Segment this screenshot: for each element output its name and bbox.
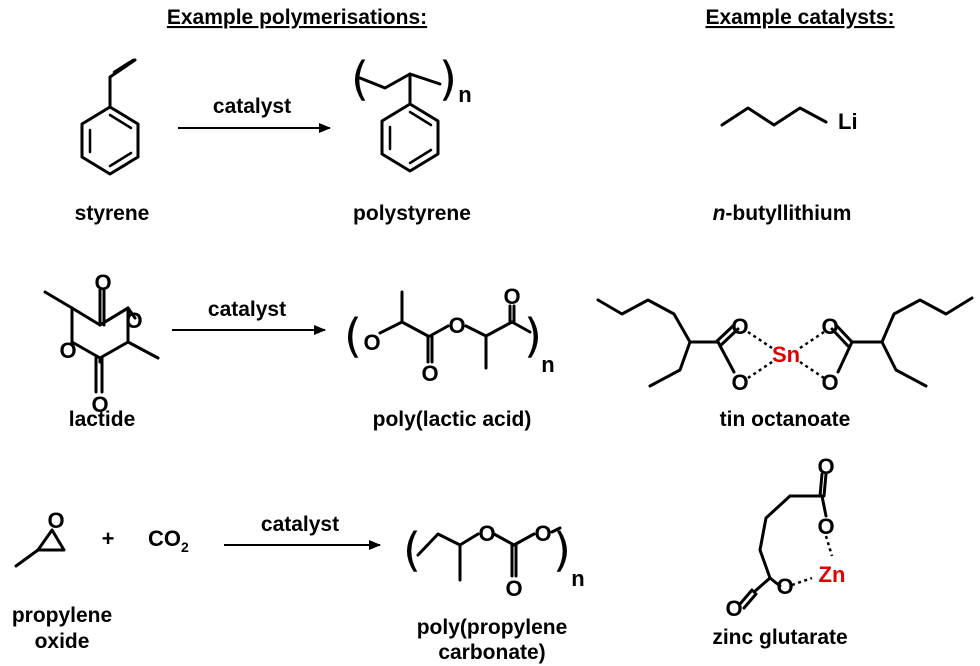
lactide-structure bbox=[43, 288, 160, 394]
tin-o-2: O bbox=[731, 370, 748, 395]
plus-sign: + bbox=[102, 526, 115, 551]
co2-main: CO bbox=[148, 526, 181, 551]
li-atom: Li bbox=[838, 109, 858, 134]
epoxide-o: O bbox=[47, 508, 64, 533]
tin-o-4: O bbox=[821, 370, 838, 395]
propylene-oxide-structure bbox=[14, 528, 66, 568]
zinc-o-2: O bbox=[776, 574, 793, 599]
n-butyllithium-label: n-butyllithium bbox=[713, 202, 852, 225]
polystyrene-structure: ( ) bbox=[351, 52, 457, 173]
ppc-n: n bbox=[571, 566, 584, 591]
heading-catalysts: Example catalysts: bbox=[705, 6, 894, 29]
polystyrene-label: polystyrene bbox=[353, 202, 471, 225]
pla-n: n bbox=[541, 352, 554, 377]
styrene-structure bbox=[80, 58, 140, 176]
polylactic-acid-label: poly(lactic acid) bbox=[373, 408, 532, 431]
ppc-o-2: O bbox=[534, 521, 551, 546]
tin-octanoate-structure bbox=[596, 296, 974, 388]
lactide-o-bottom: O bbox=[91, 392, 108, 417]
zinc-glutarate-label: zinc glutarate bbox=[712, 626, 847, 649]
svg-text:): ) bbox=[439, 52, 457, 106]
pla-o-1: O bbox=[363, 330, 380, 355]
arrow-3-label: catalyst bbox=[261, 513, 339, 536]
zinc-o-carbonyl-1: O bbox=[817, 454, 834, 479]
propylene-label-line2: oxide bbox=[35, 630, 90, 653]
styrene-label: styrene bbox=[75, 202, 150, 225]
ppc-o-1: O bbox=[478, 521, 495, 546]
tin-o-1: O bbox=[731, 314, 748, 339]
sn-atom: Sn bbox=[772, 342, 800, 367]
zinc-o-carbonyl-2: O bbox=[725, 596, 742, 621]
polystyrene-n: n bbox=[458, 82, 471, 107]
zn-atom: Zn bbox=[819, 562, 846, 587]
n-butyllithium-prefix: n bbox=[713, 202, 726, 225]
tin-octanoate-label: tin octanoate bbox=[720, 408, 851, 431]
ppc-structure: ( ) bbox=[403, 523, 571, 582]
n-butyllithium-name: -butyllithium bbox=[725, 202, 851, 225]
zinc-o-1: O bbox=[817, 514, 834, 539]
pla-o-carbonyl-1: O bbox=[421, 361, 438, 386]
lactide-o-ring-right: O bbox=[125, 308, 142, 333]
ppc-label-line1: poly(propylene bbox=[417, 616, 568, 639]
pla-o-carbonyl-2: O bbox=[503, 284, 520, 309]
lactide-label: lactide bbox=[69, 408, 136, 431]
pla-o-2: O bbox=[448, 313, 465, 338]
ppc-o-carbonyl: O bbox=[505, 576, 522, 601]
arrow-1-label: catalyst bbox=[213, 95, 291, 118]
zinc-glutarate-structure bbox=[738, 472, 834, 610]
n-butyllithium-structure bbox=[720, 106, 828, 127]
arrow-2-label: catalyst bbox=[208, 298, 286, 321]
lactide-o-ring-left: O bbox=[59, 338, 76, 363]
tin-o-3: O bbox=[821, 314, 838, 339]
heading-polymerisations: Example polymerisations: bbox=[167, 6, 427, 29]
co2-subscript: 2 bbox=[181, 539, 189, 555]
lactide-o-top: O bbox=[94, 270, 111, 295]
ppc-label-line2: carbonate) bbox=[438, 641, 545, 664]
svg-text:(: ( bbox=[403, 523, 421, 577]
co2: CO2 bbox=[148, 526, 189, 555]
svg-text:(: ( bbox=[344, 309, 362, 363]
svg-text:): ) bbox=[524, 309, 542, 363]
svg-text:): ) bbox=[553, 523, 571, 577]
propylene-label-line1: propylene bbox=[12, 604, 112, 627]
polylactic-acid-structure: ( ) bbox=[344, 290, 542, 370]
